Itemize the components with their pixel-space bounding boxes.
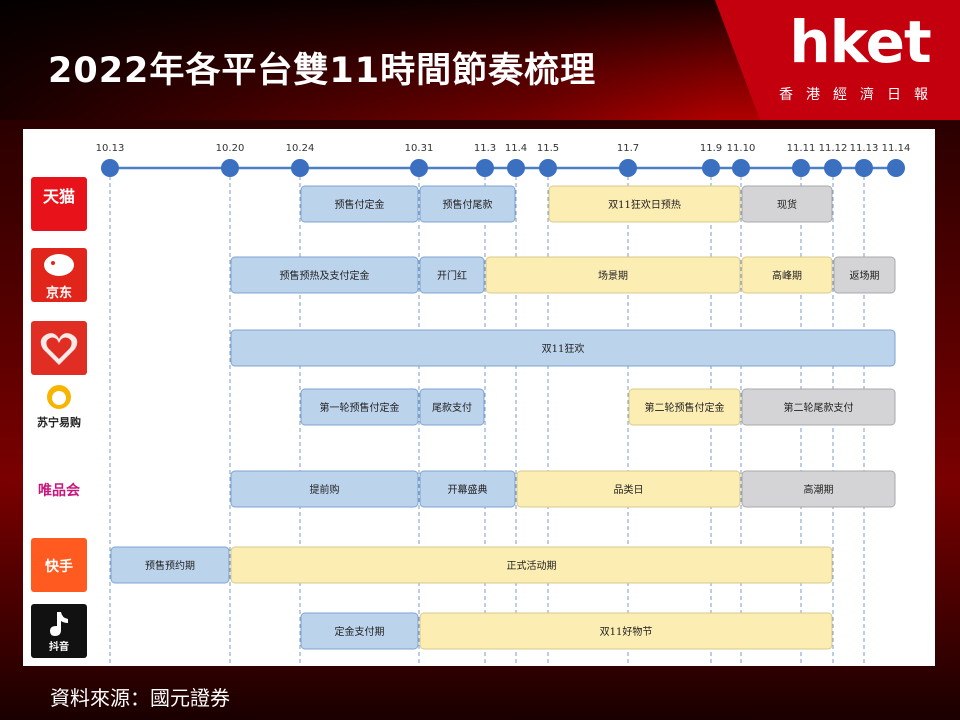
timeline-date-label: 11.14 — [882, 143, 911, 154]
timeline-date-label: 10.13 — [96, 143, 125, 154]
phase-label: 第二轮预售付定金 — [645, 401, 725, 414]
timeline-dot-11.3 — [476, 159, 494, 177]
phase-label: 品类日 — [614, 483, 644, 496]
phase-bar — [419, 612, 833, 650]
timeline-dot-10.20 — [221, 159, 239, 177]
phase-label: 第二轮尾款支付 — [784, 401, 854, 414]
phase-label: 正式活动期 — [507, 559, 557, 572]
timeline-date-label: 11.5 — [537, 143, 559, 154]
timeline-date-label: 11.12 — [819, 143, 848, 154]
phase-label: 预售付定金 — [335, 198, 385, 211]
timeline-date-label: 10.20 — [216, 143, 245, 154]
timeline-dot-10.31 — [410, 159, 428, 177]
phase-bar — [230, 256, 419, 294]
jd-logo: 京东 — [31, 248, 87, 302]
timeline-dot-11.14 — [887, 159, 905, 177]
logo-panel — [715, 0, 960, 120]
phase-bar — [741, 185, 833, 223]
douyin-logo: 抖音 — [31, 604, 87, 658]
phase-bar — [485, 256, 741, 294]
phase-label: 开门红 — [437, 269, 467, 282]
phase-label: 第一轮预售付定金 — [320, 401, 400, 414]
phase-bar — [628, 388, 741, 426]
phase-label: 场景期 — [598, 269, 628, 282]
platform-name: 快手 — [45, 559, 73, 575]
phase-bar — [230, 546, 833, 584]
tmall-logo: 天猫 — [31, 177, 87, 231]
phase-bar — [419, 470, 516, 508]
timeline-dot-10.24 — [291, 159, 309, 177]
phase-bar — [230, 329, 896, 367]
phase-bar — [741, 256, 833, 294]
timeline-date-label: 11.13 — [850, 143, 879, 154]
timeline-dot-10.13 — [101, 159, 119, 177]
phase-bar — [300, 612, 419, 650]
timeline-chart: 10.13 10.20 10.24 10.31 11.3 11.4 11.5 11.7 11.9… — [96, 143, 911, 665]
source-note: 資料來源：國元證券 — [50, 686, 230, 710]
platform-name: 苏宁易购 — [37, 416, 81, 429]
phase-label: 返场期 — [850, 269, 880, 282]
phase-bar — [230, 470, 419, 508]
platform-name: 唯品会 — [38, 483, 80, 499]
suning-logo: 苏宁易购 — [31, 380, 87, 434]
timeline-dot-11.5 — [539, 159, 557, 177]
phase-bar — [419, 185, 516, 223]
phase-bar — [516, 470, 741, 508]
phase-bar — [833, 256, 896, 294]
timeline-date-label: 11.7 — [617, 143, 639, 154]
phase-bar — [419, 256, 485, 294]
jd-dog-icon — [44, 254, 74, 276]
phase-bar — [300, 185, 419, 223]
timeline-date-label: 10.24 — [286, 143, 315, 154]
timeline-panel: 天猫京东苏宁易购唯品会快手抖音 10.13 10.20 10.24 10.31 11.3… — [23, 129, 935, 666]
phase-bar — [110, 546, 230, 584]
phase-bar — [741, 388, 896, 426]
phase-label: 双11狂欢日预热 — [608, 198, 681, 211]
timeline-dot-11.13 — [855, 159, 873, 177]
timeline-date-label: 11.9 — [700, 143, 722, 154]
heart-icon — [40, 333, 78, 365]
phase-label: 定金支付期 — [335, 625, 385, 638]
platform-name: 京东 — [45, 286, 72, 301]
timeline-dot-11.11 — [792, 159, 810, 177]
phase-label: 预售付尾款 — [443, 198, 493, 211]
phase-label: 尾款支付 — [432, 401, 472, 414]
timeline-date-label: 11.11 — [787, 143, 816, 154]
timeline-dot-11.4 — [507, 159, 525, 177]
pinduoduo-logo — [31, 321, 87, 375]
phase-label: 现货 — [777, 198, 797, 211]
page-title: 2022年各平台雙11時間節奏梳理 — [48, 51, 597, 91]
timeline-date-label: 11.4 — [505, 143, 527, 154]
hket-logo[interactable]: hket — [789, 8, 931, 76]
phase-bar — [548, 185, 741, 223]
timeline-date-label: 10.31 — [405, 143, 434, 154]
phase-label: 双11好物节 — [600, 625, 653, 638]
phase-label: 预售预约期 — [145, 559, 195, 572]
phase-bar — [741, 470, 896, 508]
phase-label: 预售预热及支付定金 — [280, 269, 370, 282]
phase-label: 高峰期 — [772, 269, 802, 282]
phase-label: 开幕盛典 — [448, 483, 488, 496]
kuaishou-logo: 快手 — [31, 538, 87, 592]
timeline-dot-11.9 — [702, 159, 720, 177]
timeline-dot-11.7 — [619, 159, 637, 177]
phase-bar — [419, 388, 485, 426]
platform-name: 抖音 — [49, 642, 69, 653]
timeline-date-label: 11.3 — [474, 143, 496, 154]
lion-icon — [47, 385, 71, 409]
vip-logo: 唯品会 — [31, 462, 87, 516]
timeline-dot-11.10 — [732, 159, 750, 177]
timeline-dot-11.12 — [824, 159, 842, 177]
phase-bar — [300, 388, 419, 426]
platform-name: 天猫 — [42, 187, 75, 206]
logo-subtitle: 香港經濟日報 — [779, 87, 941, 103]
phase-label: 双11狂欢 — [542, 342, 585, 355]
tiktok-note-icon — [50, 612, 68, 636]
timeline-date-label: 11.10 — [727, 143, 756, 154]
phase-label: 高潮期 — [804, 483, 834, 496]
phase-label: 提前购 — [310, 483, 340, 496]
